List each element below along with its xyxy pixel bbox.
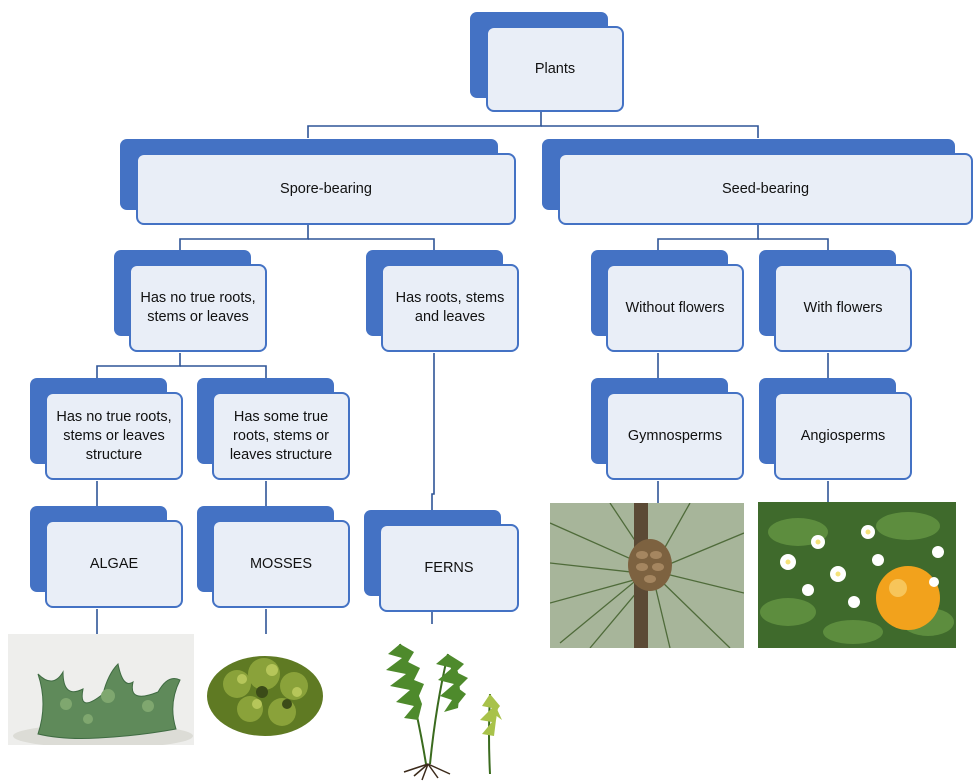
node-mosses-label: MOSSES <box>212 520 350 608</box>
orange-blossom-photo <box>758 502 956 648</box>
fern-illustration <box>378 624 508 781</box>
node-has-roots: Has roots, stems and leaves <box>366 250 521 354</box>
node-no-structure-label: Has no true roots, stems or leaves struc… <box>45 392 183 480</box>
node-angiosperms: Angiosperms <box>759 378 914 482</box>
pine-cone-photo <box>550 503 744 648</box>
node-ferns: FERNS <box>364 510 520 614</box>
node-without-flowers: Without flowers <box>591 250 745 354</box>
node-gymnosperms: Gymnosperms <box>591 378 745 482</box>
node-no-true-roots-label: Has no true roots, stems or leaves <box>129 264 267 352</box>
node-gymnosperms-label: Gymnosperms <box>606 392 744 480</box>
node-ferns-label: FERNS <box>379 524 519 612</box>
node-seed-bearing: Seed-bearing <box>542 139 973 227</box>
node-no-structure: Has no true roots, stems or leaves struc… <box>30 378 184 482</box>
node-plants: Plants <box>470 12 626 114</box>
node-no-true-roots: Has no true roots, stems or leaves <box>114 250 268 354</box>
node-without-flowers-label: Without flowers <box>606 264 744 352</box>
node-algae-label: ALGAE <box>45 520 183 608</box>
node-has-roots-label: Has roots, stems and leaves <box>381 264 519 352</box>
node-some-structure: Has some true roots, stems or leaves str… <box>197 378 351 482</box>
node-with-flowers-label: With flowers <box>774 264 912 352</box>
node-spore-bearing: Spore-bearing <box>120 139 520 227</box>
node-some-structure-label: Has some true roots, stems or leaves str… <box>212 392 350 480</box>
node-angiosperms-label: Angiosperms <box>774 392 912 480</box>
node-spore-bearing-label: Spore-bearing <box>136 153 516 225</box>
node-seed-bearing-label: Seed-bearing <box>558 153 973 225</box>
node-plants-label: Plants <box>486 26 624 112</box>
moss-photo <box>202 634 328 745</box>
node-algae: ALGAE <box>30 506 184 610</box>
algae-photo <box>8 634 194 745</box>
node-mosses: MOSSES <box>197 506 351 610</box>
node-with-flowers: With flowers <box>759 250 914 354</box>
